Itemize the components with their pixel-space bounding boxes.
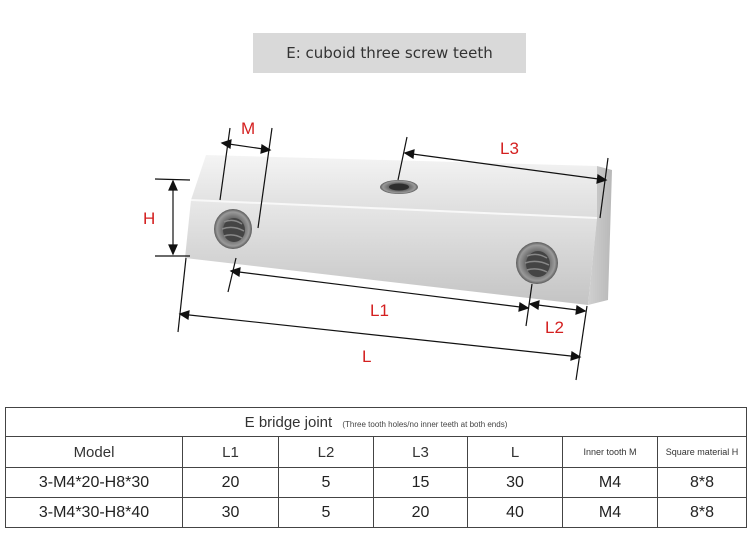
dim-label-l1: L1 [370,301,389,320]
column-header: Model [5,436,183,468]
threaded-hole-right [516,242,558,284]
table-cell: 3-M4*30-H8*40 [5,497,183,528]
column-header: Square material H [656,436,748,468]
dim-label-l2: L2 [545,318,564,337]
column-header: L2 [278,436,374,468]
dim-line-l3 [397,136,609,219]
table-cell: 3-M4*20-H8*30 [5,467,183,498]
dim-line-h [154,178,191,257]
column-header: L1 [182,436,279,468]
table-cell: M4 [562,467,658,498]
table-cell: 5 [278,497,374,528]
table-row: 3-M4*30-H8*40 30 5 20 40 M4 8*8 [5,497,748,528]
dim-line-l1 [227,257,533,327]
dim-line-m [219,127,273,229]
dim-label-l: L [362,347,371,366]
table-title: E bridge joint [244,413,333,431]
product-diagram: M H L3 L1 L2 L [143,119,612,381]
column-header: L [467,436,563,468]
threaded-hole-top [380,180,418,194]
table-cell: 8*8 [656,497,748,528]
table-cell: 20 [373,497,468,528]
table-cell: 15 [373,467,468,498]
dim-label-l3: L3 [500,139,519,158]
dim-line-l [177,257,588,381]
table-cell: M4 [562,497,658,528]
bar-end-face [588,166,612,305]
table-cell: 8*8 [656,467,748,498]
table-title-row: E bridge joint (Three tooth holes/no inn… [4,407,748,437]
column-header: L3 [373,436,468,468]
table-header-row: Model L1 L2 L3 L Inner tooth M Square ma… [5,436,748,468]
table-subtitle: (Three tooth holes/no inner teeth at bot… [342,419,508,429]
threaded-hole-left [214,209,252,249]
dim-label-m: M [241,119,255,138]
table-cell: 40 [467,497,563,528]
column-header: Inner tooth M [562,436,658,468]
title-text: E: cuboid three screw teeth [286,44,493,62]
dim-line-l2 [528,300,587,315]
spec-table: E bridge joint (Three tooth holes/no inn… [4,407,748,528]
bar-front-face [185,200,597,305]
dim-label-h: H [143,209,155,228]
title-banner: E: cuboid three screw teeth [253,33,526,73]
table-row: 3-M4*20-H8*30 20 5 15 30 M4 8*8 [5,467,748,498]
table-cell: 20 [182,467,279,498]
table-cell: 5 [278,467,374,498]
table-cell: 30 [182,497,279,528]
table-cell: 30 [467,467,563,498]
